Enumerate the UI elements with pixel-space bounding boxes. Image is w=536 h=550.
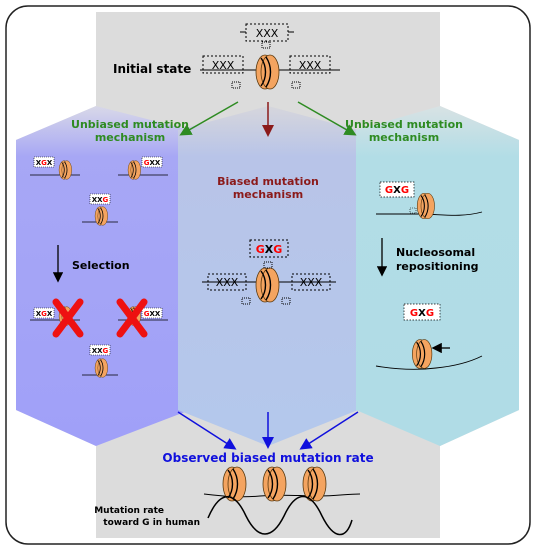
seq-gxx-1: GXX bbox=[144, 159, 161, 167]
left-title-2: mechanism bbox=[95, 131, 165, 144]
seq-xgx-2: XGX bbox=[36, 310, 53, 318]
seq-xxg-1: XXG bbox=[92, 196, 109, 204]
seq-gxg-right-2: GXG bbox=[410, 308, 434, 319]
repositioning-label-1: Nucleosomal bbox=[396, 246, 475, 259]
reject-cross-2 bbox=[116, 298, 148, 338]
left-selected-gxx: GXX bbox=[116, 298, 168, 338]
selection-label: Selection bbox=[72, 259, 130, 272]
observed-label: Observed biased mutation rate bbox=[162, 451, 373, 465]
right-nucleosome-after: GXG bbox=[375, 303, 483, 370]
seq-xxx-left: XXX bbox=[212, 59, 235, 72]
right-title-1: Unbiased mutation bbox=[345, 118, 463, 131]
right-title-2: mechanism bbox=[369, 131, 439, 144]
middle-nucleosome-group: GXG XXX XXX bbox=[202, 239, 336, 305]
reject-cross-1 bbox=[52, 298, 84, 338]
seq-xxx-top: XXX bbox=[256, 27, 279, 40]
seq-xxx-right: XXX bbox=[299, 59, 322, 72]
left-panel bbox=[16, 106, 190, 446]
seq-xgx-1: XGX bbox=[36, 159, 53, 167]
left-selected-xgx: XGX bbox=[30, 298, 84, 338]
rate-label-1: Mutation rate bbox=[94, 506, 164, 516]
rate-label-2: toward G in human bbox=[103, 518, 200, 528]
arrow-left-to-observed bbox=[177, 411, 237, 450]
arrow-right-to-observed bbox=[299, 411, 359, 450]
initial-nucleosome-group: XXX XXX XXX bbox=[200, 23, 340, 90]
left-nucleosome-xgx: XGX bbox=[30, 156, 80, 180]
left-title-1: Unbiased mutation bbox=[71, 118, 189, 131]
arrow-to-right bbox=[297, 101, 357, 136]
initial-state-label: Initial state bbox=[113, 62, 191, 76]
right-nucleosome-before: GXG bbox=[376, 181, 483, 220]
left-nucleosome-xxg: XXG bbox=[82, 193, 118, 226]
middle-title-2: mechanism bbox=[233, 188, 303, 201]
mutation-rate-wave bbox=[207, 495, 353, 536]
repositioning-label-2: repositioning bbox=[396, 260, 479, 273]
seq-gxx-2: GXX bbox=[144, 310, 161, 318]
left-selected-xxg: XXG bbox=[82, 344, 118, 378]
left-nucleosome-gxx: GXX bbox=[118, 156, 168, 180]
middle-title-1: Biased mutation bbox=[217, 175, 319, 188]
seq-gxg-middle: GXG bbox=[256, 243, 283, 256]
seq-xxx-middle-left: XXX bbox=[216, 276, 239, 289]
seq-xxg-2: XXG bbox=[92, 347, 109, 355]
right-panel bbox=[356, 106, 519, 446]
seq-xxx-middle-right: XXX bbox=[300, 276, 323, 289]
seq-gxg-right-1: GXG bbox=[385, 185, 409, 196]
arrow-to-left bbox=[179, 101, 239, 136]
